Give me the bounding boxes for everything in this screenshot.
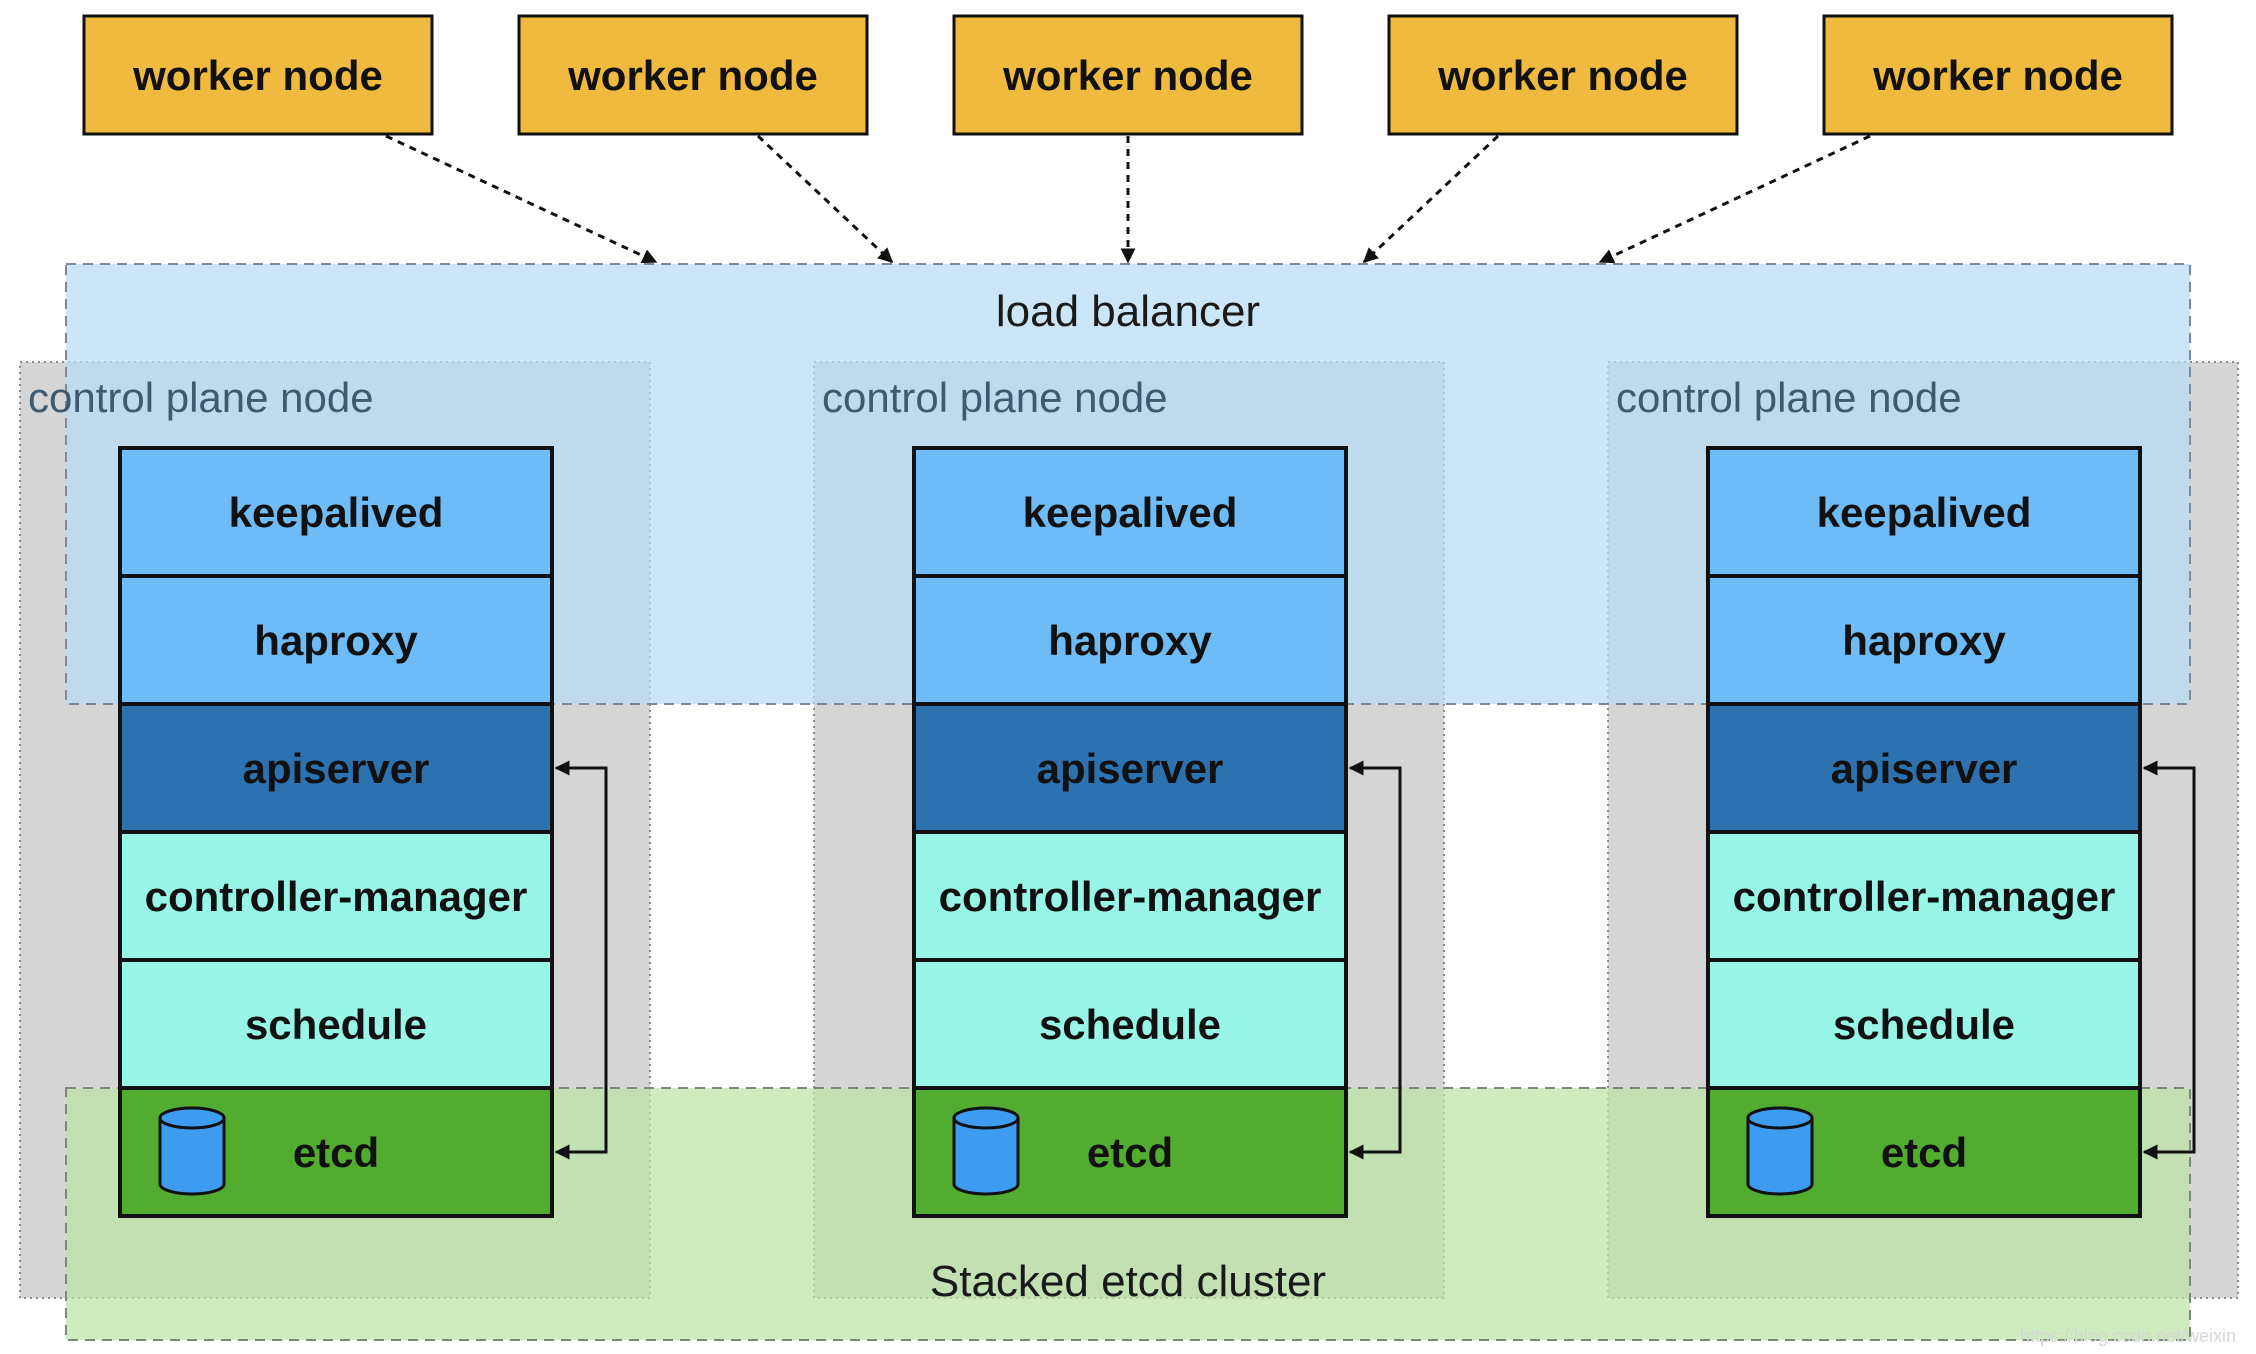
worker-to-lb-arrows (385, 134, 1871, 264)
component-label-apiserver-2: apiserver (1037, 745, 1224, 792)
component-controller-manager-1 (118, 830, 554, 962)
worker-arrow-5 (1598, 134, 1871, 264)
worker-arrow-2 (756, 134, 894, 264)
component-label-keepalived-3: keepalived (1817, 489, 2032, 536)
component-apiserver-1 (118, 702, 554, 834)
component-stacks: keepalived haproxy apiserver controller-man… (118, 446, 2196, 1218)
worker-arrow-4 (1362, 134, 1500, 264)
component-schedule-3 (1706, 958, 2142, 1090)
component-label-keepalived-2: keepalived (1023, 489, 1238, 536)
control-plane-label-3: control plane node (1616, 374, 1962, 421)
worker-node-label-1: worker node (132, 52, 383, 99)
worker-node-5 (1822, 14, 2174, 136)
control-plane-label-2: control plane node (822, 374, 1168, 421)
component-schedule-1 (118, 958, 554, 1090)
component-label-controller-manager-3: controller-manager (1733, 873, 2116, 920)
component-haproxy-3 (1706, 574, 2142, 706)
watermark: https://blog.csdn.net/weixin (2020, 1326, 2236, 1346)
worker-node-2 (517, 14, 869, 136)
component-label-haproxy-2: haproxy (1048, 617, 1212, 664)
apiserver-etcd-arrow-2 (1348, 760, 1402, 1160)
database-icon (952, 1106, 1020, 1196)
worker-node-label-2: worker node (567, 52, 818, 99)
component-label-etcd-3: etcd (1881, 1129, 1967, 1176)
component-schedule-2 (912, 958, 1348, 1090)
component-label-controller-manager-1: controller-manager (145, 873, 528, 920)
etcd-cluster-label: Stacked etcd cluster (930, 1257, 1326, 1306)
worker-node-1 (82, 14, 434, 136)
component-label-etcd-1: etcd (293, 1129, 379, 1176)
component-controller-manager-3 (1706, 830, 2142, 962)
worker-node-4 (1387, 14, 1739, 136)
component-apiserver-2 (912, 702, 1348, 834)
component-apiserver-3 (1706, 702, 2142, 834)
component-keepalived-2 (912, 446, 1348, 578)
control-plane-label-1: control plane node (28, 374, 374, 421)
component-label-apiserver-3: apiserver (1831, 745, 2018, 792)
database-icon (158, 1106, 226, 1196)
component-label-etcd-2: etcd (1087, 1129, 1173, 1176)
worker-node-label-5: worker node (1872, 52, 2123, 99)
component-label-controller-manager-2: controller-manager (939, 873, 1322, 920)
component-label-schedule-2: schedule (1039, 1001, 1221, 1048)
worker-arrow-1 (385, 134, 658, 264)
component-label-schedule-3: schedule (1833, 1001, 2015, 1048)
worker-nodes: worker node worker node worker node work… (82, 14, 2174, 136)
component-haproxy-1 (118, 574, 554, 706)
component-label-haproxy-3: haproxy (1842, 617, 2006, 664)
component-label-apiserver-1: apiserver (243, 745, 430, 792)
database-icon (1746, 1106, 1814, 1196)
apiserver-etcd-arrow-1 (554, 760, 608, 1160)
component-label-schedule-1: schedule (245, 1001, 427, 1048)
worker-node-label-3: worker node (1002, 52, 1253, 99)
load-balancer-label: load balancer (996, 287, 1260, 336)
component-label-haproxy-1: haproxy (254, 617, 418, 664)
apiserver-etcd-arrow-3 (2142, 760, 2196, 1160)
component-keepalived-3 (1706, 446, 2142, 578)
worker-node-label-4: worker node (1437, 52, 1688, 99)
component-label-keepalived-1: keepalived (229, 489, 444, 536)
worker-node-3 (952, 14, 1304, 136)
component-haproxy-2 (912, 574, 1348, 706)
component-controller-manager-2 (912, 830, 1348, 962)
